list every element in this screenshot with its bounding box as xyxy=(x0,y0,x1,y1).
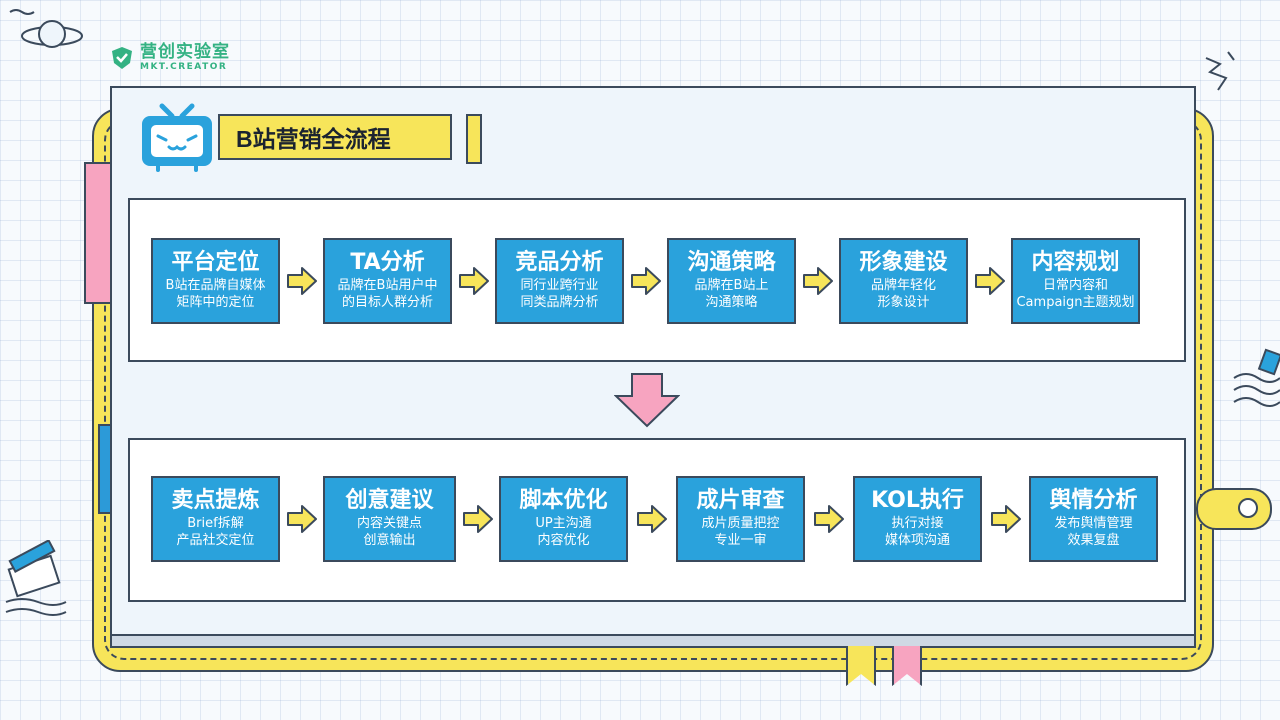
flow-step-desc: 内容优化 xyxy=(537,532,590,548)
flow-step-title: 舆情分析 xyxy=(1049,487,1138,513)
right-arrow-icon xyxy=(630,267,661,295)
flow-step: 舆情分析发布舆情管理效果复盘 xyxy=(1029,476,1158,562)
right-arrow-icon xyxy=(814,505,844,533)
notebook-clasp xyxy=(1196,488,1272,530)
clapperboard-doodle-icon xyxy=(5,540,67,616)
brand-name-cn: 营创实验室 xyxy=(140,42,230,62)
down-arrow-icon xyxy=(614,373,680,428)
flow-step: 竞品分析同行业跨行业同类品牌分析 xyxy=(495,238,624,324)
flow-step-desc: 专业一审 xyxy=(714,532,767,548)
flow-step-desc: 日常内容和 xyxy=(1042,277,1108,293)
flow-step-title: 竞品分析 xyxy=(515,249,604,275)
right-arrow-icon xyxy=(458,267,489,295)
flow-step: 平台定位 B站在品牌自媒体矩阵中的定位 xyxy=(151,238,280,324)
flow-step-title: 创意建议 xyxy=(345,487,434,513)
flow-step-desc: UP主沟通 xyxy=(535,515,592,531)
flow-step-desc: 媒体项沟通 xyxy=(884,532,950,548)
right-arrow-icon xyxy=(637,505,667,533)
title-accent-bar xyxy=(466,114,482,164)
flow-step-desc: 内容关键点 xyxy=(356,515,422,531)
side-tab-pink xyxy=(84,162,114,304)
page-title-box: B站营销全流程 xyxy=(218,114,452,160)
flow-step: 沟通策略品牌在B站上沟通策略 xyxy=(667,238,796,324)
flow-step-title: 平台定位 xyxy=(171,249,260,275)
planet-doodle-icon xyxy=(9,9,83,48)
right-arrow-icon xyxy=(286,505,317,533)
brand-logo: 营创实验室 MKT.CREATOR xyxy=(110,44,230,72)
flow-step-title: TA分析 xyxy=(350,249,425,275)
flow-step: 形象建设品牌年轻化形象设计 xyxy=(839,238,968,324)
lightning-doodle-icon xyxy=(1205,51,1235,91)
flow-step-desc: 发布舆情管理 xyxy=(1054,515,1133,531)
flow-step-desc: 成片质量把控 xyxy=(701,515,780,531)
flow-step: 成片审查成片质量把控专业一审 xyxy=(676,476,805,562)
flow-step-desc: 产品社交定位 xyxy=(176,532,255,548)
flow-step-desc: Brief拆解 xyxy=(187,515,244,531)
clasp-hole xyxy=(1238,498,1258,518)
flow-step-desc: 品牌年轻化 xyxy=(870,277,936,293)
flow-step: 卖点提炼 Brief拆解产品社交定位 xyxy=(151,476,280,562)
flow-step: 脚本优化 UP主沟通内容优化 xyxy=(499,476,628,562)
flow-step-desc: 沟通策略 xyxy=(705,294,758,310)
flow-step-desc: B站在品牌自媒体 xyxy=(165,277,266,293)
page-title: B站营销全流程 xyxy=(236,126,391,152)
flow-step-desc: Campaign主题规划 xyxy=(1016,294,1135,310)
right-arrow-icon xyxy=(802,267,833,295)
flow-step-title: 卖点提炼 xyxy=(171,487,260,513)
bookmark-ribbon-pink xyxy=(892,646,922,686)
flow-step-title: 内容规划 xyxy=(1031,249,1120,275)
tv-mascot-icon xyxy=(142,103,212,172)
flow-step-desc: 的目标人群分析 xyxy=(341,294,433,310)
flow-step-desc: 执行对接 xyxy=(891,515,944,531)
right-arrow-icon xyxy=(462,505,493,533)
flow-step-desc: 矩阵中的定位 xyxy=(176,294,255,310)
brand-name-en: MKT.CREATOR xyxy=(140,62,228,72)
flow-step-title: 形象建设 xyxy=(859,249,948,275)
flow-step: 创意建议内容关键点创意输出 xyxy=(323,476,456,562)
bookmark-ribbon-yellow xyxy=(846,646,876,686)
flow-step-desc: 形象设计 xyxy=(877,294,930,310)
flow-step-desc: 品牌在B站上 xyxy=(694,277,769,293)
flow-step-desc: 同行业跨行业 xyxy=(520,277,599,293)
flow-step: TA分析品牌在B站用户中的目标人群分析 xyxy=(323,238,452,324)
flow-step-title: 脚本优化 xyxy=(519,487,608,513)
right-arrow-icon xyxy=(974,267,1005,295)
flow-step-desc: 创意输出 xyxy=(363,532,416,548)
flow-step-title: KOL执行 xyxy=(871,487,964,513)
right-arrow-icon xyxy=(286,267,317,295)
flow-step-desc: 品牌在B站用户中 xyxy=(337,277,438,293)
flow-step-desc: 效果复盘 xyxy=(1067,532,1120,548)
shield-check-icon xyxy=(112,47,132,69)
right-arrow-icon xyxy=(990,505,1021,533)
flow-step-title: 成片审查 xyxy=(696,487,785,513)
flow-step: KOL执行执行对接媒体项沟通 xyxy=(853,476,982,562)
flow-step-title: 沟通策略 xyxy=(687,249,776,275)
wave-doodle-icon xyxy=(1233,348,1280,407)
flow-step-desc: 同类品牌分析 xyxy=(520,294,599,310)
